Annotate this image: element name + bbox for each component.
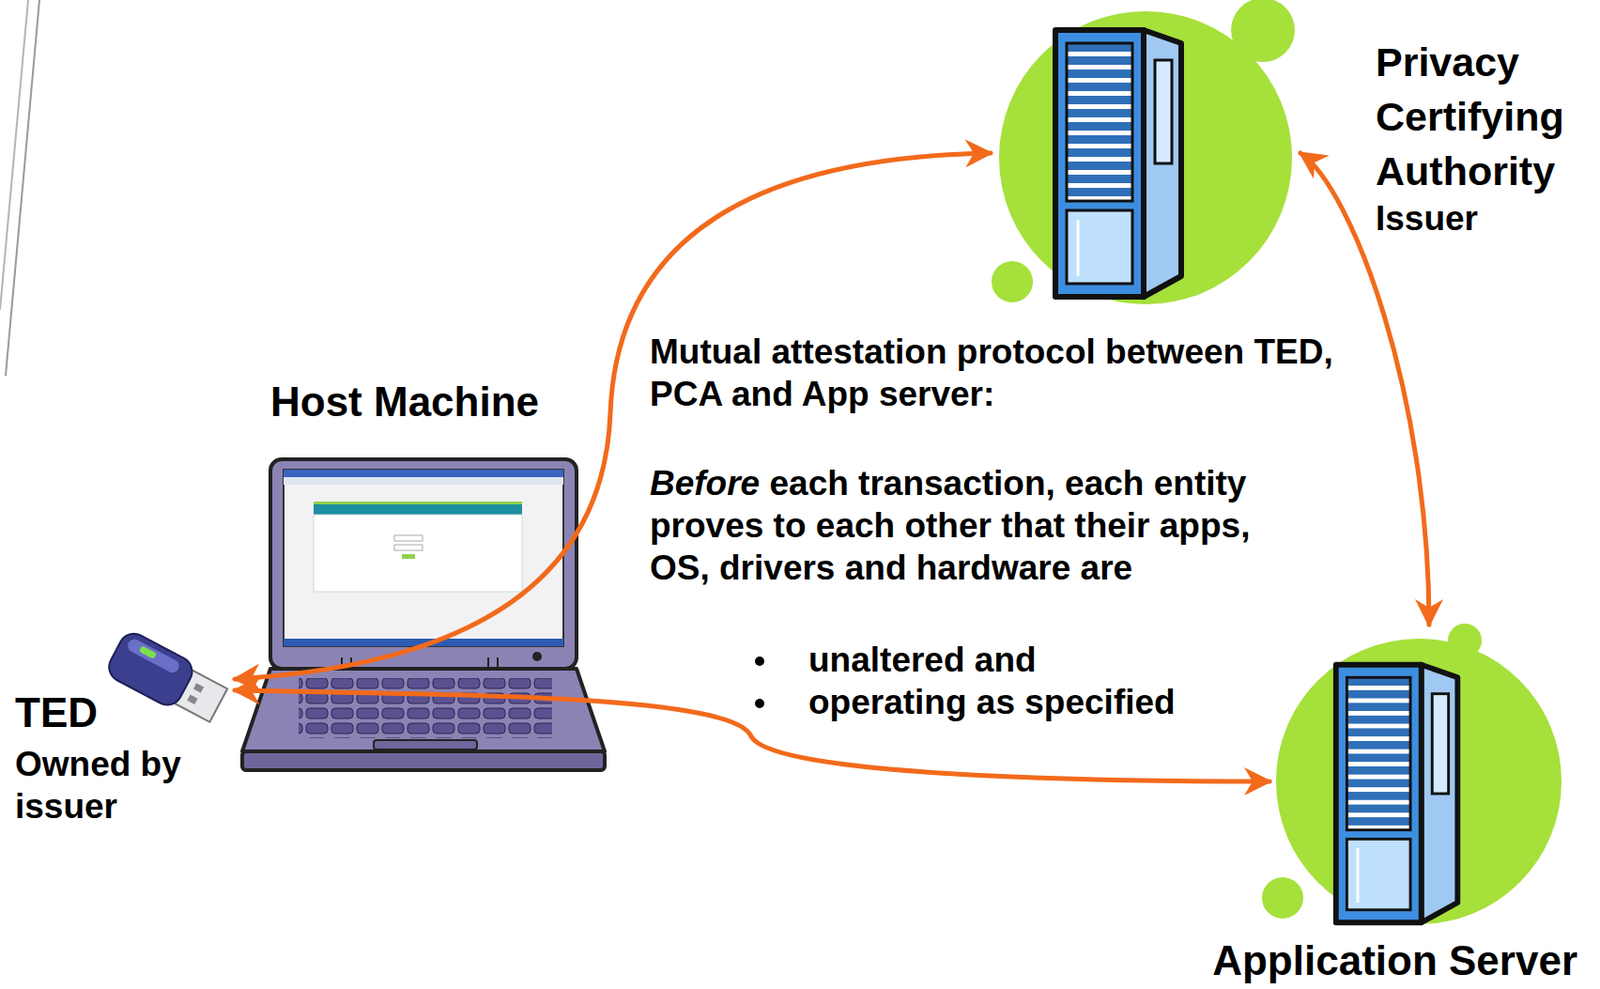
server-icon xyxy=(1055,30,1182,297)
deco-line xyxy=(0,0,29,310)
node-title: Privacy Certifying Authority xyxy=(1375,34,1598,199)
node-title: TED xyxy=(15,688,128,738)
green-blob xyxy=(991,0,1295,305)
server-node: Privacy Certifying AuthorityIssuer xyxy=(990,4,1301,310)
laptop-icon xyxy=(242,459,605,770)
host-machine-node: Host Machine xyxy=(246,375,608,772)
node-title: Application Server xyxy=(1173,936,1578,985)
usb-stick-icon xyxy=(104,628,231,728)
connector-arrow xyxy=(234,153,991,679)
server-node: Application Server xyxy=(1269,624,1580,930)
node-subtitle: Owned by issuer xyxy=(15,742,230,828)
node-subtitle: Issuer xyxy=(1375,197,1598,240)
usb-device-node: TEDOwned by issuer xyxy=(9,641,235,834)
bullet-item: operating as specified xyxy=(808,680,1335,724)
server-icon xyxy=(1336,664,1459,924)
node-title: Host Machine xyxy=(270,377,609,427)
bullet-dot xyxy=(754,698,765,708)
bullet-item: unaltered and xyxy=(808,638,1335,681)
note-text: Before each transaction, each entity pro… xyxy=(649,461,1251,589)
bullet-dot xyxy=(754,656,765,666)
note-text: Mutual attestation protocol between TED,… xyxy=(649,330,1336,416)
green-blob xyxy=(1261,623,1562,924)
